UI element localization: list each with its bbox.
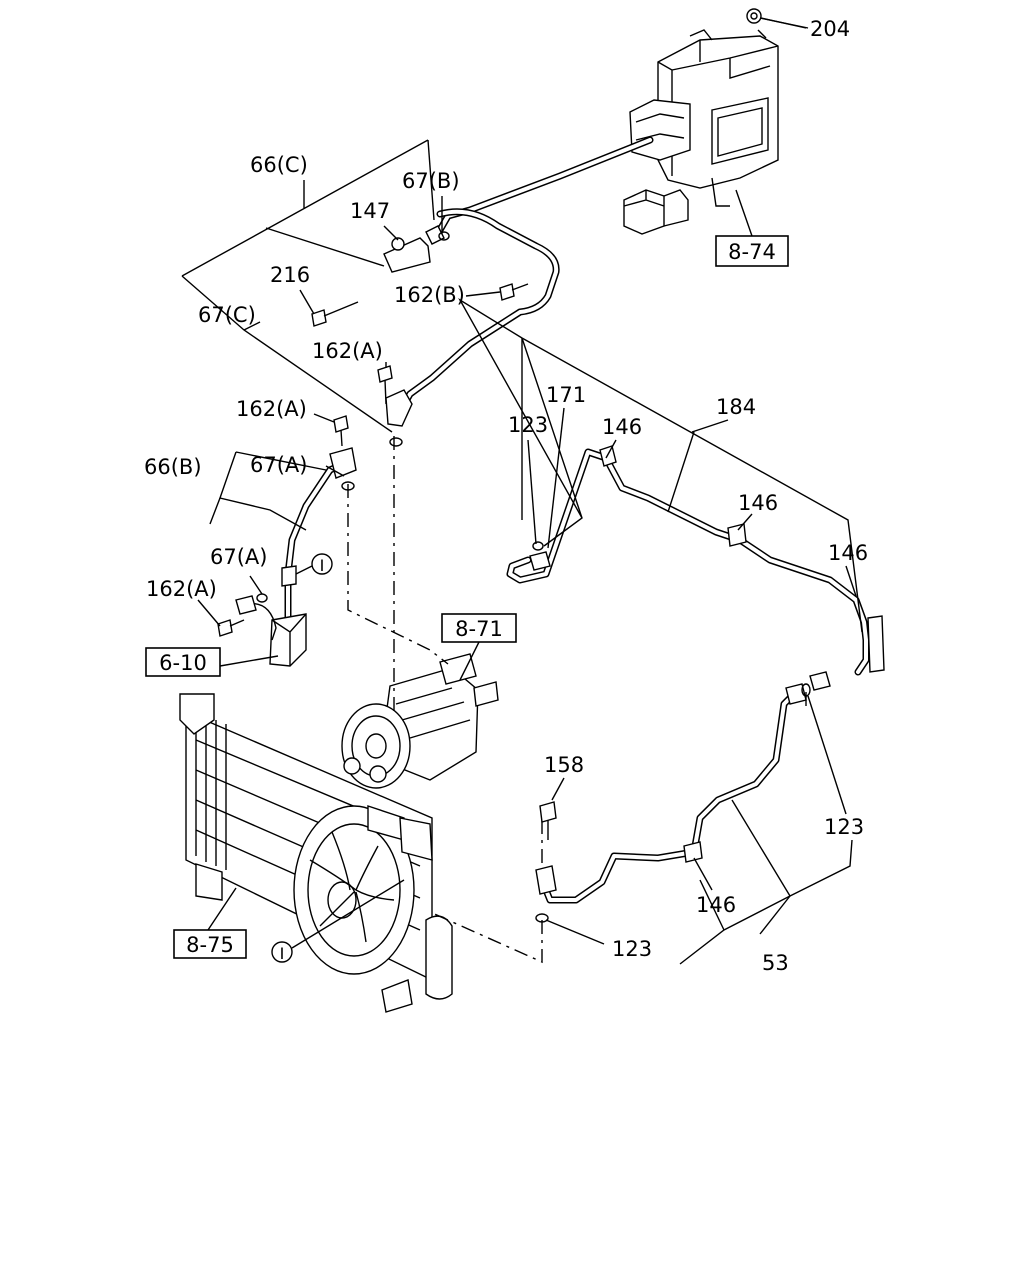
- callout-146-d: 146: [696, 893, 736, 917]
- hvac-unit-assembly: [623, 8, 807, 235]
- condenser-assembly: [179, 693, 453, 1013]
- liquid-line-53: [535, 683, 807, 904]
- callout-66c: 66(C): [250, 153, 308, 177]
- reference-label-8-75: 8-75: [186, 933, 234, 957]
- connector-mark-upper: I: [320, 556, 325, 575]
- callout-53: 53: [762, 951, 789, 975]
- callout-66b: 66(B): [144, 455, 202, 479]
- callout-162a-mid: 162(A): [236, 397, 307, 421]
- connector-mark-lower: I: [280, 944, 285, 963]
- reference-label-8-71: 8-71: [455, 617, 503, 641]
- reference-box-8-75[interactable]: 8-75: [173, 929, 247, 959]
- reference-box-8-74[interactable]: 8-74: [715, 235, 789, 267]
- compressor-assembly: [341, 653, 499, 789]
- callout-146-b: 146: [738, 491, 778, 515]
- callout-204: 204: [810, 17, 850, 41]
- callout-123-top: 123: [508, 413, 548, 437]
- leader-lines: [181, 17, 863, 965]
- callout-171: 171: [546, 383, 586, 407]
- callout-184: 184: [716, 395, 756, 419]
- reference-label-6-10: 6-10: [159, 651, 207, 675]
- callout-67c: 67(C): [198, 303, 256, 327]
- callout-labels: 204 66(C) 67(B) 147 216 162(B) 67(C) 162…: [144, 17, 868, 975]
- callout-67a-top: 67(A): [250, 453, 307, 477]
- callout-147: 147: [350, 199, 390, 223]
- callout-67a-low: 67(A): [210, 545, 267, 569]
- suction-hose-66c: [383, 136, 654, 427]
- reference-label-8-74: 8-74: [728, 240, 776, 264]
- fastener-parts: [217, 231, 811, 963]
- reference-box-6-10[interactable]: 6-10: [145, 647, 221, 677]
- callout-123-right: 123: [824, 815, 864, 839]
- callout-162a-low: 162(A): [146, 577, 217, 601]
- liquid-line-184: [506, 445, 885, 691]
- discharge-hose-66b: [235, 447, 357, 667]
- callout-146-a: 146: [602, 415, 642, 439]
- reference-box-8-71[interactable]: 8-71: [441, 613, 517, 643]
- callout-67b: 67(B): [402, 169, 460, 193]
- callout-146-c: 146: [828, 541, 868, 565]
- callout-162a-top: 162(A): [312, 339, 383, 363]
- callout-162b: 162(B): [394, 283, 465, 307]
- callout-158: 158: [544, 753, 584, 777]
- callout-216: 216: [270, 263, 310, 287]
- assembly-dash-lines: [347, 436, 807, 964]
- callout-123-bottom: 123: [612, 937, 652, 961]
